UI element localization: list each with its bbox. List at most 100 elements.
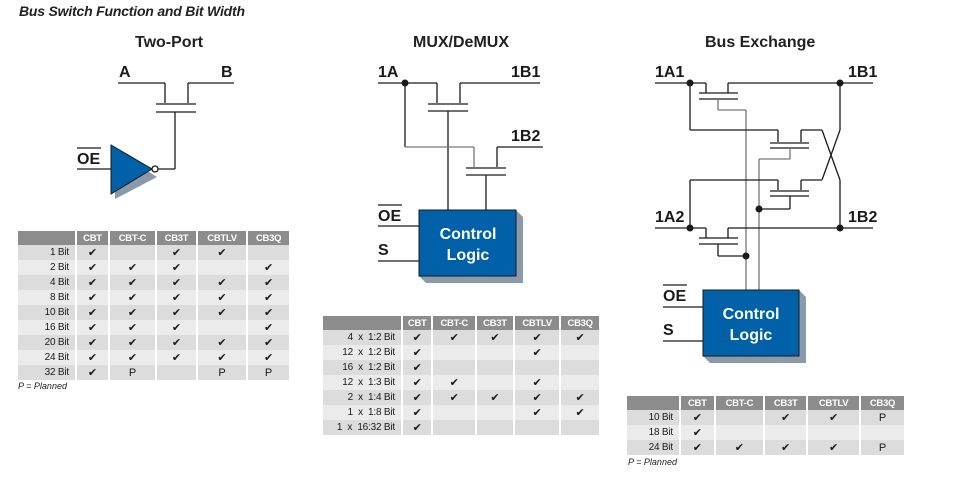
label-s: S (663, 322, 674, 339)
label-s: S (378, 242, 389, 259)
two-port-schematic (77, 82, 234, 170)
table-row: 18 Bit✔ (627, 425, 904, 440)
table-row: 4 Bit✔✔✔✔✔ (18, 275, 289, 290)
table-row: 12 x 1:2 Bit✔✔ (323, 345, 599, 360)
check-icon: ✔ (156, 245, 198, 260)
check-icon: ✔ (764, 410, 809, 425)
table-row: 10 Bit✔✔✔P (627, 410, 904, 425)
column-header: CBT-C (432, 316, 478, 330)
check-icon: ✔ (156, 335, 198, 350)
table-row: 20 Bit✔✔✔✔✔ (18, 335, 289, 350)
check-icon: ✔ (807, 410, 861, 425)
check-icon: ✔ (402, 330, 434, 345)
check-icon: ✔ (196, 305, 249, 320)
check-icon: ✔ (513, 375, 562, 390)
row-label: 20 Bit (18, 335, 77, 350)
header-corner (627, 396, 681, 410)
table-row: 12 x 1:3 Bit✔✔✔ (323, 375, 599, 390)
control-label-1: Control (440, 226, 497, 243)
label-1b1: 1B1 (848, 64, 877, 81)
cross-wire-2 (821, 129, 841, 181)
check-icon: ✔ (247, 260, 289, 275)
check-icon: ✔ (432, 330, 478, 345)
empty-cell (560, 345, 599, 360)
column-header: CB3T (476, 316, 515, 330)
check-icon: ✔ (108, 335, 158, 350)
check-icon: ✔ (196, 275, 249, 290)
table-row: 1 Bit✔✔✔ (18, 245, 289, 260)
check-icon: ✔ (156, 350, 198, 365)
planned-note: P = Planned (18, 381, 67, 391)
check-icon: ✔ (196, 350, 249, 365)
table-row: 24 Bit✔✔✔✔✔ (18, 350, 289, 365)
control-logic-block-2: Control Logic (702, 289, 806, 363)
table-row: 10 Bit✔✔✔✔✔ (18, 305, 289, 320)
header-corner (18, 231, 77, 245)
check-icon: ✔ (402, 345, 434, 360)
row-label: 12 x 1:2 Bit (323, 345, 403, 360)
empty-cell (859, 425, 904, 440)
check-icon: ✔ (560, 405, 599, 420)
check-icon: ✔ (432, 390, 478, 405)
column-header: CBT-C (108, 231, 158, 245)
column-header: CB3T (764, 396, 809, 410)
row-label: 1 x 16:32 Bit (323, 420, 403, 435)
check-icon: ✔ (76, 290, 110, 305)
check-icon: ✔ (76, 335, 110, 350)
check-icon: ✔ (476, 330, 515, 345)
mux-demux-schematic (378, 82, 543, 262)
label-oe: OE (77, 151, 100, 168)
planned-mark: P (859, 440, 904, 455)
label-a: A (119, 64, 131, 81)
row-label: 8 Bit (18, 290, 77, 305)
row-label: 1 Bit (18, 245, 77, 260)
empty-cell (432, 345, 478, 360)
empty-cell (476, 345, 515, 360)
row-label: 24 Bit (18, 350, 77, 365)
check-icon: ✔ (560, 390, 599, 405)
label-1b2: 1B2 (848, 209, 877, 226)
check-icon: ✔ (476, 390, 515, 405)
column-header: CB3Q (859, 396, 904, 410)
label-1b2: 1B2 (511, 128, 540, 145)
check-icon: ✔ (513, 330, 562, 345)
empty-cell (432, 420, 478, 435)
junction-dot (755, 205, 763, 213)
check-icon: ✔ (680, 410, 716, 425)
check-icon: ✔ (108, 320, 158, 335)
check-icon: ✔ (247, 275, 289, 290)
empty-cell (560, 420, 599, 435)
junction-dot (836, 224, 844, 232)
table-row: 24 Bit✔✔✔✔P (627, 440, 904, 455)
table-row: 1 x 1:8 Bit✔✔✔ (323, 405, 599, 420)
check-icon: ✔ (402, 360, 434, 375)
row-label: 16 Bit (18, 320, 77, 335)
check-icon: ✔ (156, 305, 198, 320)
column-header: CBTLV (196, 231, 249, 245)
check-icon: ✔ (402, 390, 434, 405)
check-icon: ✔ (156, 290, 198, 305)
check-icon: ✔ (108, 290, 158, 305)
control-label-2: Logic (447, 247, 490, 264)
check-icon: ✔ (513, 405, 562, 420)
row-label: 24 Bit (627, 440, 681, 455)
check-icon: ✔ (247, 335, 289, 350)
check-icon: ✔ (196, 290, 249, 305)
empty-cell (513, 420, 562, 435)
header-corner (323, 316, 403, 330)
column-header: CBT (402, 316, 434, 330)
row-label: 16 x 1:2 Bit (323, 360, 403, 375)
check-icon: ✔ (108, 260, 158, 275)
check-icon: ✔ (76, 320, 110, 335)
row-label: 2 x 1:4 Bit (323, 390, 403, 405)
check-icon: ✔ (108, 305, 158, 320)
junction-dot (836, 79, 844, 87)
check-icon: ✔ (156, 260, 198, 275)
check-icon: ✔ (108, 350, 158, 365)
planned-mark: P (196, 365, 249, 380)
check-icon: ✔ (247, 350, 289, 365)
empty-cell (196, 320, 249, 335)
